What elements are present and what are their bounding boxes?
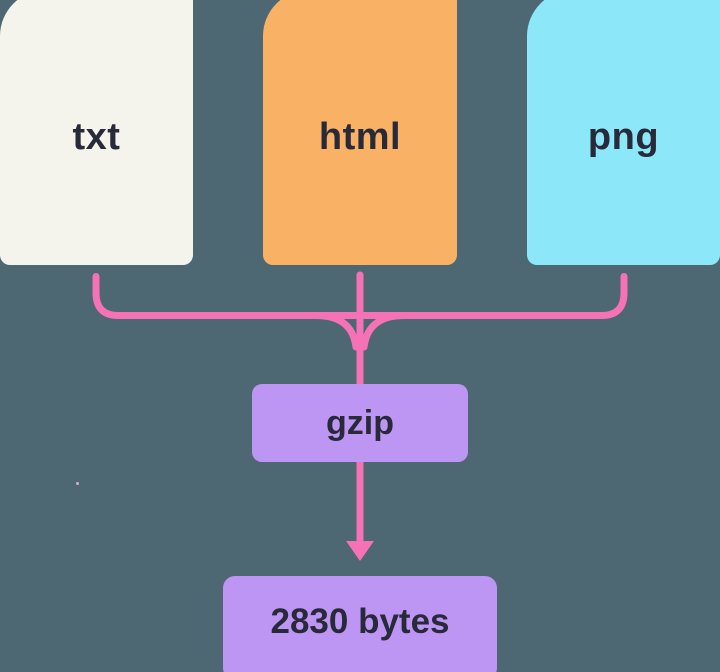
gzip-process-box: gzip xyxy=(252,384,468,462)
stray-pixel-artifact xyxy=(76,482,79,485)
merge-fillet-right-path xyxy=(360,312,408,351)
file-label-html: html xyxy=(318,116,402,158)
gzip-label: gzip xyxy=(326,403,394,442)
file-shape-html: html xyxy=(263,0,457,265)
merge-fillet-left-path xyxy=(312,312,360,351)
output-size-label: 2830 bytes xyxy=(270,602,450,641)
file-label-txt: txt xyxy=(72,116,121,158)
file-shape-txt: txt xyxy=(0,0,193,265)
output-size-box: 2830 bytes xyxy=(223,576,497,672)
file-label-png: png xyxy=(587,116,660,158)
arrow-down-icon xyxy=(346,541,374,561)
file-shape-png: png xyxy=(527,0,720,265)
